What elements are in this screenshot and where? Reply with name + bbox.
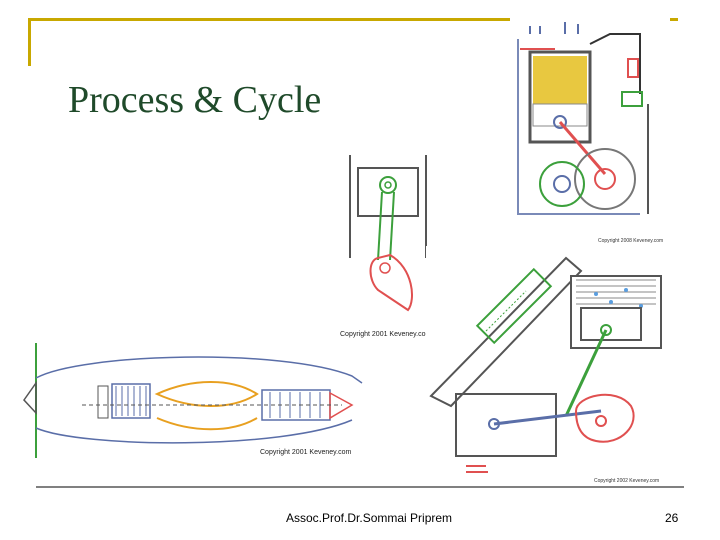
piston-crank-caption: Copyright 2001 Keveney.com xyxy=(340,331,431,338)
turbofan-caption: Copyright 2001 Keveney.com xyxy=(260,449,351,456)
engine-cycle-figure: Copyright 2008 Keveney.com xyxy=(510,14,670,246)
footer-author: Assoc.Prof.Dr.Sommai Priprem xyxy=(286,511,453,525)
stirling-figure: Copyright 2002 Keveney.com xyxy=(426,246,666,486)
left-accent-rule xyxy=(28,18,31,66)
slide-title: Process & Cycle xyxy=(68,79,322,121)
footer-rule xyxy=(36,486,684,488)
engine-cycle-caption: Copyright 2008 Keveney.com xyxy=(598,238,663,244)
stirling-caption: Copyright 2002 Keveney.com xyxy=(594,478,659,484)
slide-number: 26 xyxy=(665,511,679,525)
top-accent-rule xyxy=(28,18,678,21)
piston-crank-figure: Copyright 2001 Keveney.com xyxy=(338,150,438,342)
turbofan-figure: Copyright 2001 Keveney.com xyxy=(22,338,378,464)
